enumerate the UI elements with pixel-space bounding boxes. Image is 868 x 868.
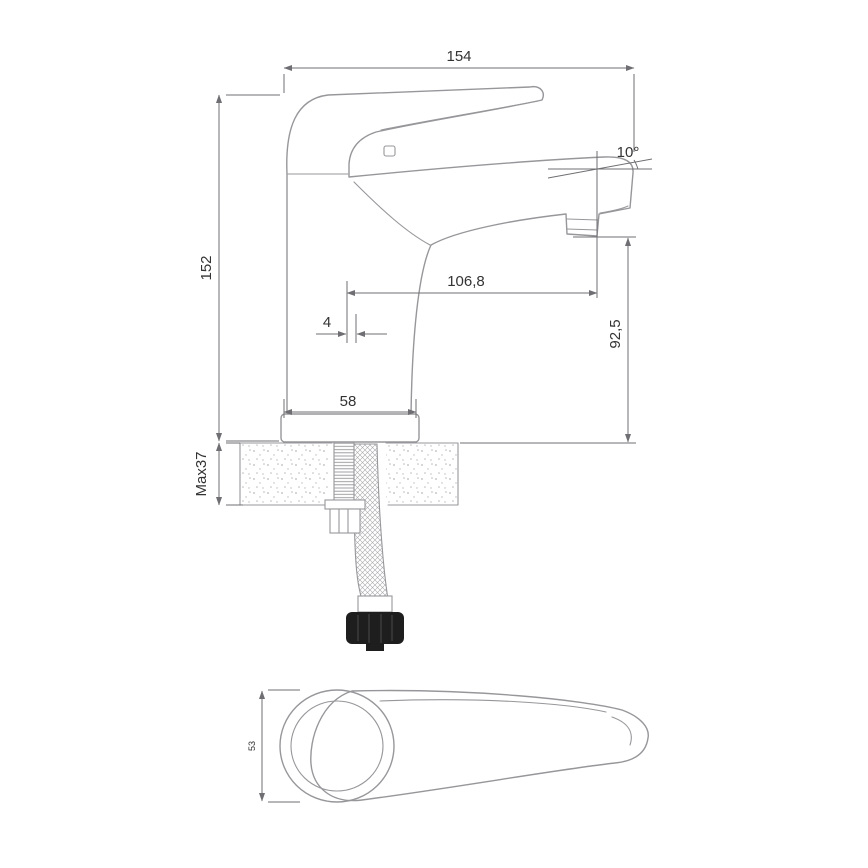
dim-overall-width: 154: [283, 48, 635, 152]
dim-label-spout-reach: 106,8: [447, 273, 485, 290]
aerator-lines: [566, 218, 599, 231]
shank-threads: [334, 442, 354, 504]
dimension-annotations: 154 152 106,8 4 92,5 58: [193, 48, 653, 506]
hose-collar: [357, 595, 393, 613]
top-view: 53: [247, 689, 649, 803]
dim-label-max-mount-thickness: Max37: [193, 451, 210, 496]
lever-top-view-outline: [310, 689, 649, 802]
dim-label-body-width: 58: [340, 393, 357, 410]
lever-tip-line: [611, 716, 632, 746]
body-outer-ellipse: [279, 689, 395, 803]
spout-body-blend-line: [353, 181, 431, 246]
dim-spout-height: 92,5: [460, 236, 636, 444]
dim-label-overall-width: 154: [446, 48, 471, 65]
dim-max-mount-thickness: Max37: [193, 442, 243, 506]
countertop-texture-left: [241, 444, 329, 505]
hose-nut: [346, 612, 404, 644]
lever-top-face-line: [379, 699, 607, 713]
dim-label-center-offset: 4: [323, 314, 331, 331]
dim-overall-height: 152: [198, 94, 280, 442]
body-inner-ellipse: [290, 700, 384, 792]
mounting-nut: [329, 508, 361, 534]
dim-label-lever-width: 53: [247, 741, 257, 751]
spout-tip-line: [599, 205, 629, 214]
hose-end-fitting: [346, 595, 404, 651]
lever-underside-line: [380, 100, 539, 131]
countertop-section: [239, 442, 459, 506]
front-view: [239, 85, 634, 651]
dim-body-width: 58: [283, 393, 417, 418]
dim-label-spout-angle: 10°: [617, 144, 640, 161]
countertop-texture-right: [386, 444, 457, 505]
mounting-washer: [324, 499, 366, 510]
dim-label-spout-height: 92,5: [607, 319, 624, 348]
dim-lever-width: 53: [247, 689, 300, 803]
dim-label-overall-height: 152: [198, 255, 215, 280]
dim-spout-reach: 106,8: [346, 151, 598, 343]
base-plate: [280, 413, 420, 443]
dim-center-offset: 4: [316, 314, 387, 343]
hose-nut-stub: [366, 644, 384, 651]
dim-spout-angle: 10°: [547, 144, 653, 179]
lever-indicator-mark: [383, 145, 396, 157]
countertop-outline: [239, 442, 459, 506]
faucet-detail-lines: [287, 100, 629, 246]
faucet-body-outline: [286, 85, 634, 417]
mounting-hardware: [324, 441, 366, 534]
hose-nut-knurling: [357, 614, 393, 643]
mounting-nut-facets: [338, 508, 349, 534]
